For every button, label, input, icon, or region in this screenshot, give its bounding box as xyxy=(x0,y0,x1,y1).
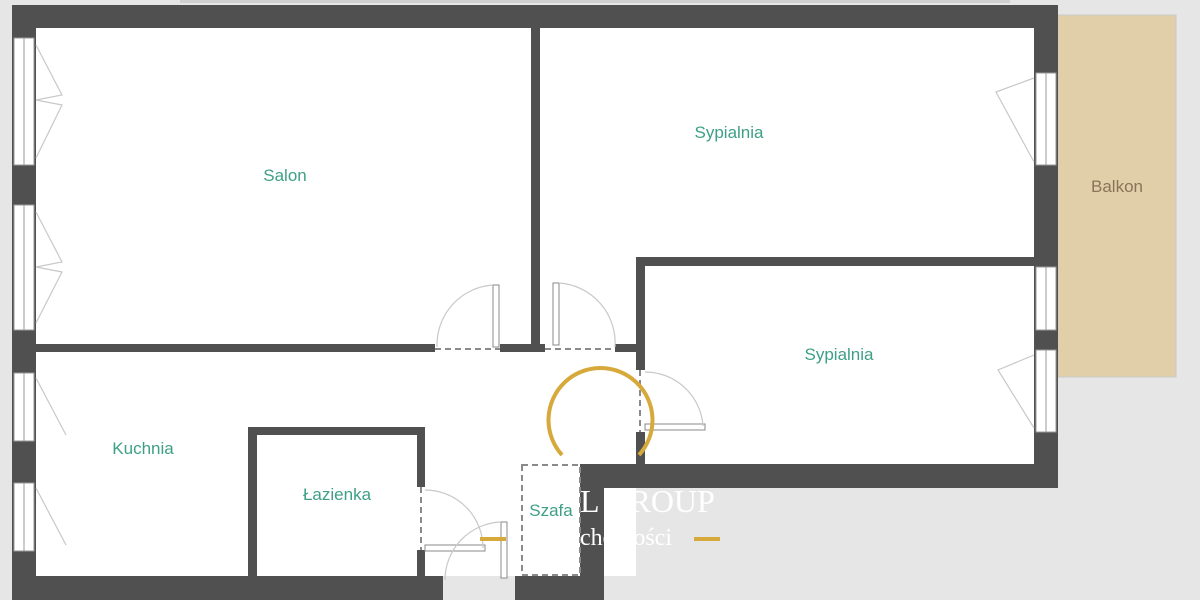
logo-line-2: chomości xyxy=(580,525,672,551)
windows xyxy=(13,37,1057,552)
room-label-salon: Salon xyxy=(263,166,306,185)
room-label-balkon: Balkon xyxy=(1091,177,1143,196)
doors xyxy=(420,282,706,581)
top-edge xyxy=(180,0,1010,3)
room-label-sypialnia-1: Sypialnia xyxy=(695,123,765,142)
room-label-kuchnia: Kuchnia xyxy=(112,439,174,458)
balcony-area xyxy=(1057,14,1177,378)
room-label-lazienka: Łazienka xyxy=(303,485,372,504)
logo-watermark: L GROUP chomości xyxy=(480,366,720,551)
room-label-sypialnia-2: Sypialnia xyxy=(805,345,875,364)
logo-line-1: L GROUP xyxy=(580,483,715,519)
room-label-szafa: Szafa xyxy=(529,501,573,520)
wardrobe-outline xyxy=(521,464,581,576)
